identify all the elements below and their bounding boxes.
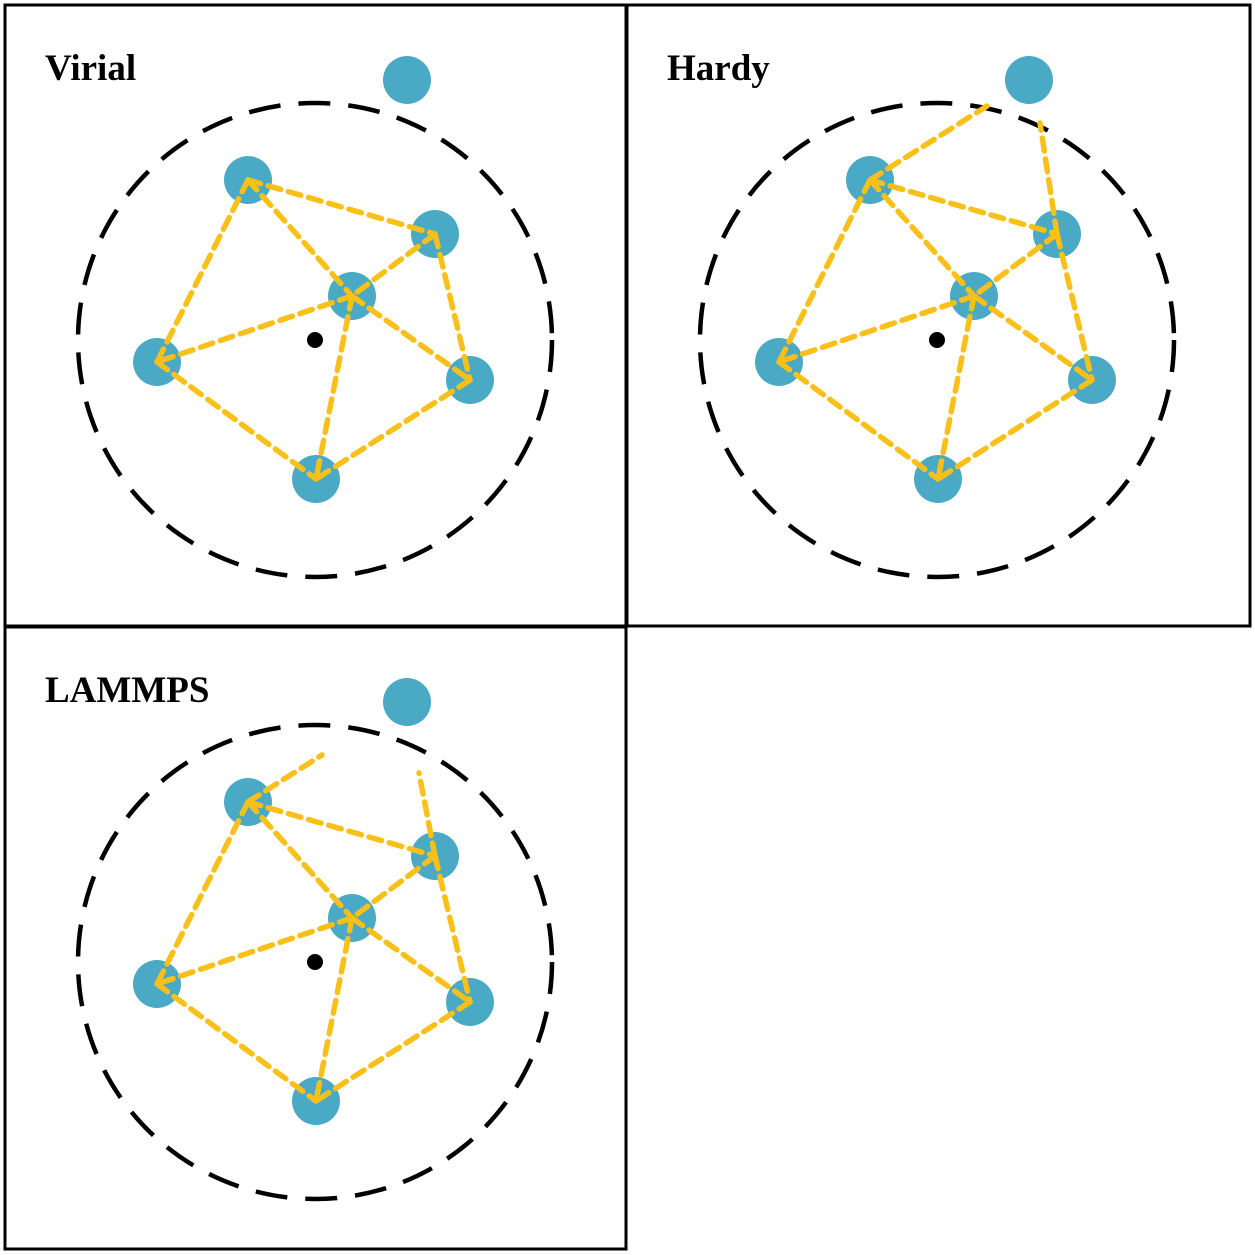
bond-line	[349, 915, 473, 1005]
bond-line	[349, 293, 473, 383]
atom-group	[133, 56, 494, 503]
bond-line	[971, 293, 1095, 383]
center-point	[929, 332, 945, 348]
atom-outside-cutoff	[1005, 56, 1053, 104]
bond-group	[154, 752, 473, 1104]
bond-line	[154, 293, 355, 365]
bond-line	[349, 231, 438, 299]
partial-bond-line	[1037, 120, 1060, 237]
panel-hardy: Hardy	[625, 3, 1252, 628]
bond-line	[867, 177, 1060, 237]
atom-group	[755, 56, 1116, 503]
panel-title: Virial	[45, 48, 136, 89]
panel-title: Hardy	[667, 48, 770, 89]
bond-line	[349, 853, 438, 921]
partial-bond-line	[867, 103, 990, 183]
bond-line	[776, 359, 941, 482]
bond-line	[313, 377, 473, 482]
cutoff-circle	[75, 722, 555, 1202]
bond-line	[313, 293, 355, 482]
panel-frame	[3, 3, 628, 628]
center-point	[307, 332, 323, 348]
partial-bond-line	[416, 770, 438, 859]
bond-line	[432, 231, 473, 383]
panel-frame	[3, 625, 628, 1251]
bond-line	[245, 799, 438, 859]
cutoff-circle	[75, 100, 555, 580]
bond-line	[154, 915, 355, 987]
bond-line	[1054, 231, 1095, 383]
panel-virial: Virial	[3, 3, 628, 628]
bond-line	[245, 177, 438, 237]
bond-line	[776, 177, 873, 365]
bond-line	[971, 231, 1060, 299]
bond-line	[935, 377, 1095, 482]
bond-line	[154, 981, 319, 1104]
bond-group	[776, 103, 1095, 482]
atom-outside-cutoff	[383, 678, 431, 726]
partial-bond-line	[245, 752, 325, 805]
bond-line	[154, 799, 251, 987]
center-point	[307, 954, 323, 970]
bond-line	[313, 999, 473, 1104]
bond-line	[245, 177, 355, 299]
bond-line	[432, 853, 473, 1005]
cutoff-circle	[697, 100, 1177, 580]
bond-line	[776, 293, 977, 365]
atom-outside-cutoff	[383, 56, 431, 104]
bond-line	[154, 359, 319, 482]
bond-line	[313, 915, 355, 1104]
bond-line	[935, 293, 977, 482]
bond-line	[154, 177, 251, 365]
bond-line	[867, 177, 977, 299]
bond-line	[245, 799, 355, 921]
bond-group	[154, 177, 473, 482]
panel-lammps: LAMMPS	[3, 625, 628, 1251]
atom-group	[133, 678, 494, 1125]
panel-frame	[625, 3, 1252, 628]
panel-title: LAMMPS	[45, 670, 209, 711]
